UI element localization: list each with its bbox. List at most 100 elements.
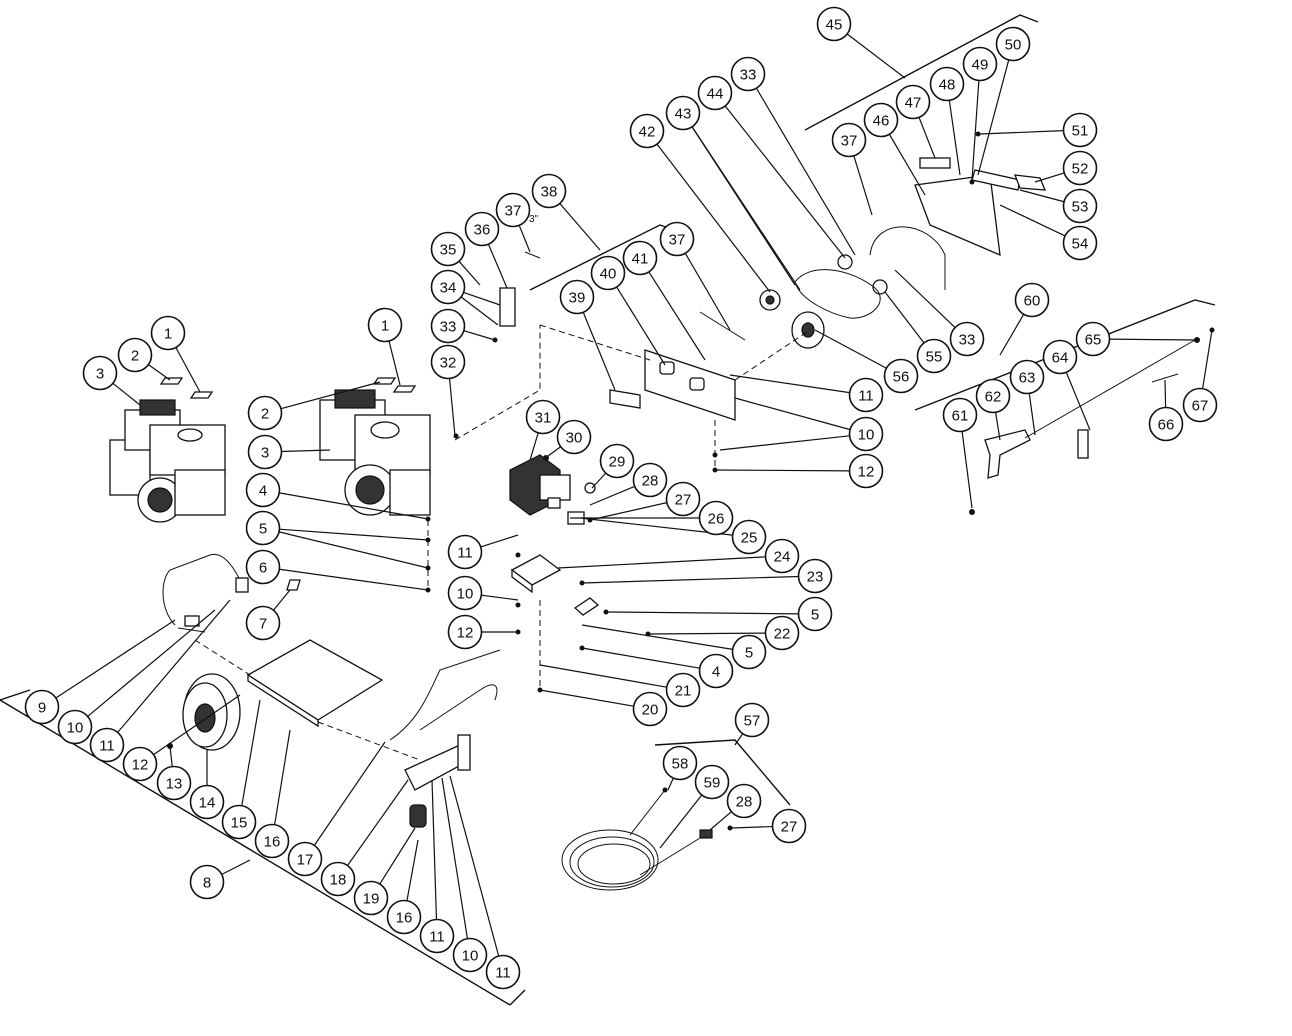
callout-number: 12 [132,757,149,774]
leader-line [169,745,173,767]
callout-number: 18 [330,872,347,889]
callout-number: 2 [131,348,139,365]
callout-circle [995,26,1031,62]
fasteners [167,131,1215,831]
leader-line [589,502,668,521]
callout-number: 37 [841,133,858,150]
leader-line [1164,379,1167,408]
callout-67: 67 [1182,329,1218,423]
callout-number: 12 [457,625,474,642]
callout-circle [367,307,403,343]
callout-number: 54 [1072,236,1089,253]
leader-line [313,741,386,846]
rubber-foot [409,804,427,828]
callout-number: 34 [440,280,457,297]
callout-number: 31 [535,410,552,427]
callout-16b: 16 [386,839,422,935]
spray-gun-drawing [984,429,1031,479]
leader-line [948,100,961,176]
callout-16a: 16 [254,729,291,859]
callout-11c: 11 [449,775,521,990]
callout-number: 39 [569,290,586,307]
callout-circle [419,918,455,954]
callout-number: 45 [826,17,843,34]
leader-line [684,252,731,331]
leader-line [999,313,1025,356]
callout-12b: 12 [447,614,518,650]
bushing-55 [872,279,888,295]
callout-circle [883,358,919,394]
decal-47 [919,157,951,169]
callout-28a: 28 [589,462,668,506]
leader-line [559,203,601,251]
callout-number: 3 [96,366,104,383]
callout-11d: 11 [447,534,519,570]
callout-number: 4 [712,664,720,681]
callout-number: 11 [457,545,473,562]
callout-46: 46 [863,102,926,196]
callout-circle [1182,387,1218,423]
callout-circle [559,279,595,315]
callout-number: 43 [675,106,692,123]
callout-circle [962,46,998,82]
callout-number: 27 [781,819,798,836]
assembly-lines [194,324,811,761]
leader-line [1065,372,1091,431]
leader-line [616,286,666,366]
callout-17: 17 [287,741,386,877]
callout-circle [895,84,931,120]
leader-line [1019,189,1065,203]
engine-main-drawing [319,389,431,516]
dimension-note: 3" [529,214,539,225]
leader-line [463,291,501,306]
callout-24: 24 [557,538,800,574]
callout-circle [150,315,186,351]
callout-circle [848,377,884,413]
callout-circle [662,745,698,781]
leader-line [279,568,429,591]
callout-circle [694,764,730,800]
callout-number: 5 [259,521,267,538]
callout-number: 38 [541,184,558,201]
callout-number: 56 [893,369,910,386]
callout-number: 22 [774,626,791,643]
callout-number: 9 [38,700,46,717]
callout-33a: 33 [430,308,496,344]
callout-11e: 11 [729,374,884,413]
leader-line [591,472,607,489]
callout-number: 33 [959,332,976,349]
callout-number: 11 [495,965,511,982]
callout-8: 8 [189,859,251,900]
callout-bubbles: 1231234567891011121314151617181916111011… [24,6,1218,990]
latch-52 [1014,174,1047,191]
callout-4: 4 [245,472,429,520]
leader-line [581,624,733,650]
leader-line [112,382,141,406]
callout-circle [665,672,701,708]
callout-circle [1014,282,1050,318]
decal-7 [286,579,301,591]
callout-circle [353,880,389,916]
foot-bracket-tab [457,734,471,771]
wheel-drawing [182,673,241,751]
callout-circle [632,691,668,727]
callout-number: 27 [675,492,692,509]
leader-line [547,446,562,457]
callout-circle [254,823,290,859]
callout-circle [863,102,899,138]
callout-circle [797,558,833,594]
parts-artwork: 3" [109,131,1215,891]
leader-line [648,271,706,361]
leader-line [539,664,667,688]
callout-circle [629,113,665,149]
callout-51: 51 [979,112,1098,148]
callout-number: 41 [632,251,649,268]
decal-66 [1151,373,1179,383]
callout-circle [698,500,734,536]
callout-44: 44 [697,75,846,259]
callout-number: 4 [259,483,267,500]
callout-56: 56 [814,329,919,394]
leader-line [1109,338,1198,341]
callout-54: 54 [999,204,1098,261]
callout-number: 30 [566,430,583,447]
